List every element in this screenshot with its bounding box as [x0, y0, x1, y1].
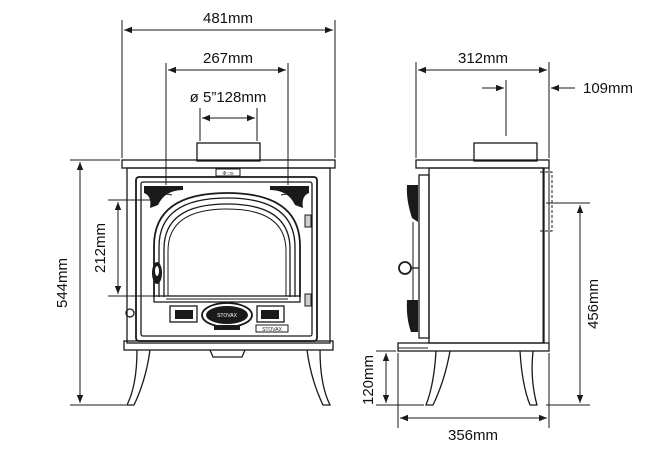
logo-text: STOVAX	[217, 313, 237, 319]
air-panel-right	[256, 305, 285, 323]
logo-oval-inner	[206, 306, 248, 324]
brand-plate-text: STOVAX	[262, 327, 282, 333]
air-panel-right-inner	[261, 310, 279, 319]
side-dimensions: 312mm 109mm 456mm 120mm 356mm	[360, 50, 633, 444]
dim-120-label: 120mm	[360, 355, 377, 405]
side-rear-shield	[540, 171, 553, 232]
door-frame-inner	[140, 181, 313, 337]
front-leg-right	[306, 349, 332, 406]
front-dimensions: 481mm 267mm ø 5”128mm 212mm 544mm	[54, 10, 336, 406]
flue-label-text: Φ □≡	[222, 171, 233, 177]
hinge-bottom	[304, 293, 312, 307]
dim-356-label: 356mm	[448, 427, 498, 444]
front-base	[123, 340, 334, 351]
side-base	[397, 342, 550, 352]
window-arch-outer	[153, 192, 301, 297]
ornament-right	[270, 186, 309, 208]
air-panel-left	[169, 305, 198, 323]
flue-label-badge	[215, 168, 241, 177]
front-apron	[209, 349, 246, 358]
air-panel-left-inner	[175, 310, 193, 319]
ornament-left-scroll	[149, 193, 173, 201]
side-door-hinge-bottom	[406, 300, 418, 332]
ornament-left	[144, 186, 183, 208]
dim-212-label: 212mm	[92, 223, 109, 273]
window-bottom-rail	[153, 295, 301, 303]
side-leg-front	[425, 350, 451, 406]
side-door-profile	[418, 174, 430, 339]
front-flue-collar	[196, 142, 261, 162]
brand-plate	[255, 324, 289, 333]
front-leg-left	[125, 349, 151, 406]
front-view: Φ □≡ STOVAX STOVA	[121, 142, 336, 406]
hinge-top	[304, 214, 312, 228]
dim-456-label: 456mm	[585, 279, 602, 329]
ornament-right-scroll	[280, 193, 304, 201]
dim-flue-label: ø 5”128mm	[190, 89, 267, 106]
side-door-hinge-top	[406, 185, 418, 222]
side-view	[397, 142, 553, 406]
dim-312-label: 312mm	[458, 50, 508, 67]
door-handle-highlight	[155, 266, 159, 276]
window-arch-inner	[163, 203, 291, 297]
side-leg-rear	[519, 350, 538, 406]
window-glass	[167, 208, 287, 296]
side-door-handle	[398, 261, 412, 275]
side-control-knob	[125, 308, 135, 318]
front-body	[126, 167, 331, 344]
logo-base	[214, 325, 240, 330]
dim-544-label: 544mm	[54, 258, 71, 308]
side-flue-collar	[473, 142, 538, 162]
dim-109-label: 109mm	[583, 80, 633, 97]
dim-267-label: 267mm	[203, 50, 253, 67]
side-body	[428, 167, 545, 344]
dim-481-label: 481mm	[203, 10, 253, 27]
window-arch-mid	[158, 197, 296, 297]
